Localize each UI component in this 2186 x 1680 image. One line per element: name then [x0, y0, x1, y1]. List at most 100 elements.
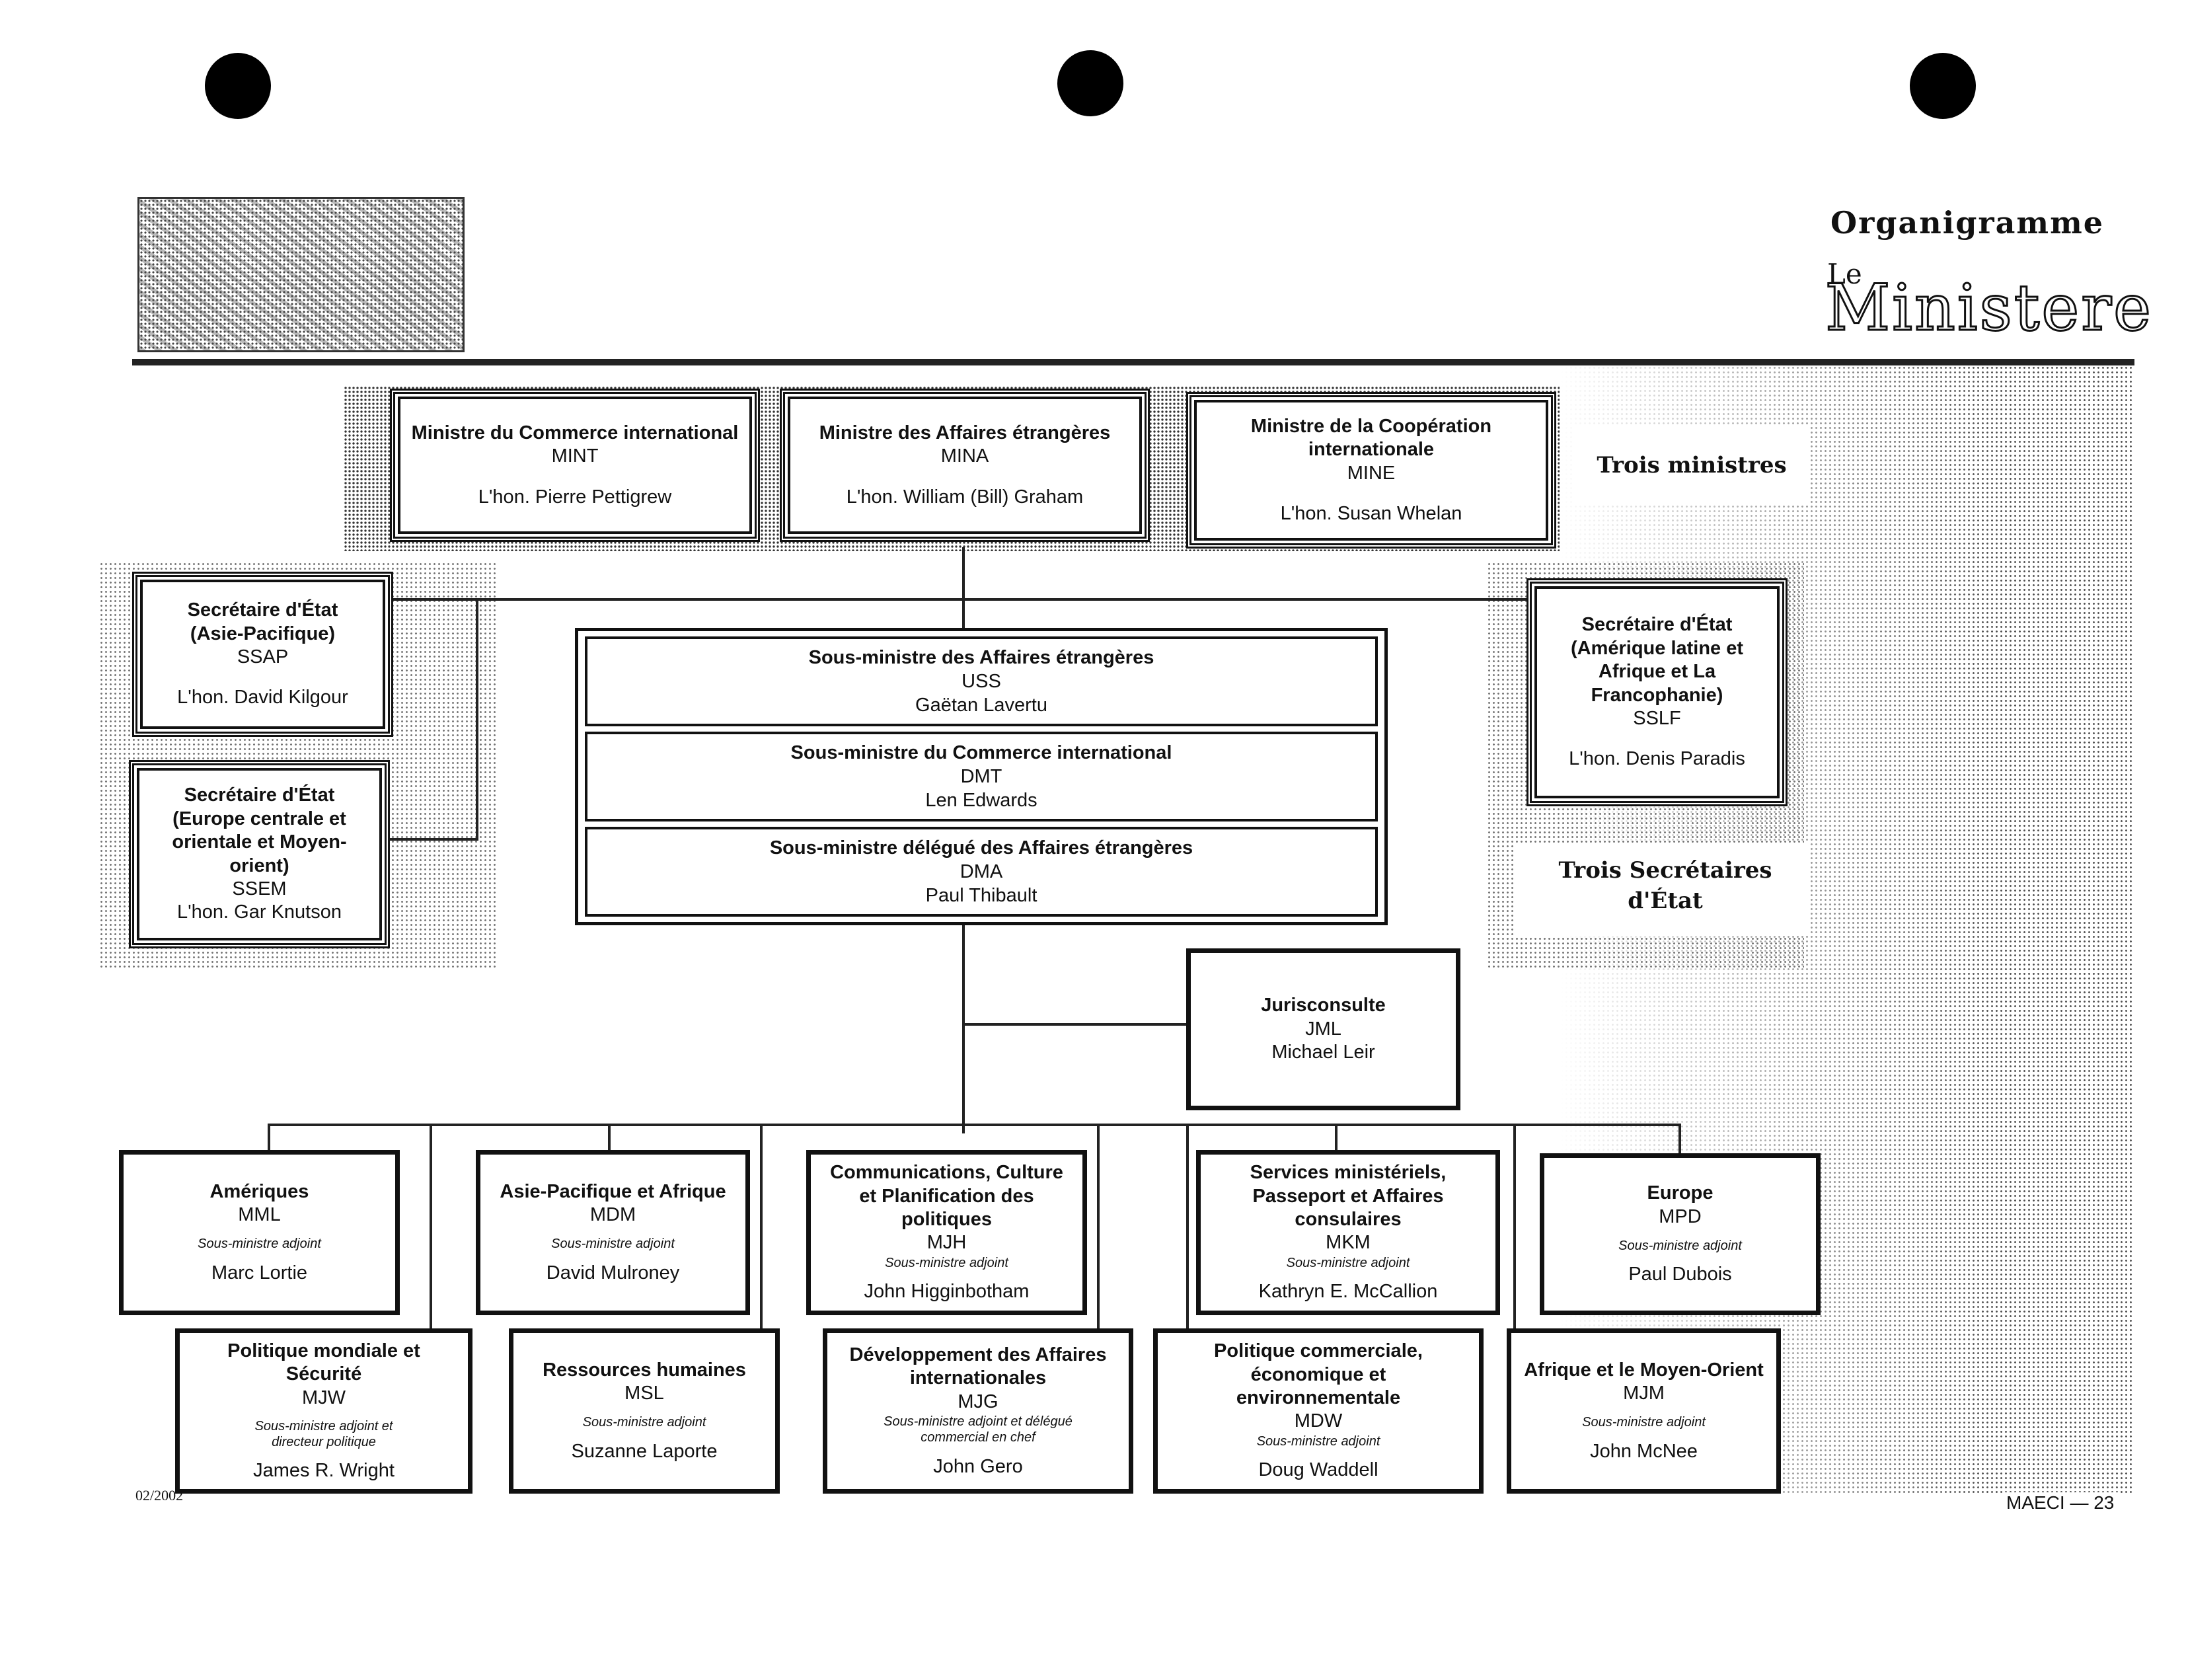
- branch-title: Ressources humaines: [543, 1359, 746, 1381]
- branch-name: Marc Lortie: [211, 1262, 308, 1283]
- branch-role: Sous-ministre adjoint et directeur polit…: [254, 1418, 393, 1450]
- footer-date: 02/2002: [135, 1487, 184, 1504]
- deputy-title: Sous-ministre des Affaires étrangères: [808, 646, 1154, 668]
- branch-name: Doug Waddell: [1258, 1459, 1378, 1481]
- binder-hole-left: [205, 53, 271, 119]
- branch-code: MJW: [301, 1387, 346, 1408]
- connector: [390, 598, 1540, 601]
- minister-title: Ministre du Commerce international: [411, 422, 739, 443]
- deputy-name: Len Edwards: [925, 790, 1037, 812]
- branch-box: Politique mondiale et Sécurité MJW Sous-…: [175, 1328, 472, 1494]
- connector: [268, 1124, 1678, 1126]
- minister-title: Ministre de la Coopération international…: [1250, 415, 1492, 461]
- branch-name: James R. Wright: [253, 1459, 395, 1481]
- legal-code: JML: [1305, 1018, 1341, 1040]
- branch-box: Amériques MML Sous-ministre adjoint Marc…: [119, 1150, 400, 1315]
- connector: [1513, 1124, 1516, 1328]
- branch-box: Politique commerciale, économique et env…: [1153, 1328, 1484, 1494]
- branch-box: Ressources humaines MSL Sous-ministre ad…: [509, 1328, 780, 1494]
- branch-name: Kathryn E. McCallion: [1258, 1281, 1438, 1303]
- connector: [430, 1124, 432, 1328]
- secretary-name: L'hon. David Kilgour: [177, 687, 348, 708]
- secretary-box: Secrétaire d'État (Europe centrale et or…: [129, 760, 390, 948]
- connector: [962, 919, 965, 1133]
- deputy-box: Sous-ministre des Affaires étrangères US…: [585, 636, 1378, 726]
- secretary-name: L'hon. Denis Paradis: [1569, 748, 1745, 770]
- secretary-code: SSEM: [232, 878, 287, 899]
- header-title-le: Le: [1827, 258, 1862, 290]
- deputy-code: DMA: [960, 860, 1003, 882]
- label-secretaries: Trois Secrétaires d'État: [1558, 857, 1772, 914]
- deputies-group: Sous-ministre des Affaires étrangères US…: [575, 628, 1388, 925]
- branch-title: Communications, Culture et Planification…: [830, 1162, 1063, 1231]
- branch-code: MDW: [1294, 1410, 1343, 1432]
- branch-role: Sous-ministre adjoint: [1286, 1255, 1410, 1270]
- branch-title: Asie-Pacifique et Afrique: [500, 1180, 726, 1202]
- header-logo-image: [137, 197, 465, 352]
- branch-box: Communications, Culture et Planification…: [806, 1150, 1087, 1315]
- deputy-box: Sous-ministre du Commerce international …: [585, 732, 1378, 821]
- deputy-code: DMT: [960, 765, 1002, 787]
- connector: [760, 1124, 763, 1328]
- minister-box: Ministre des Affaires étrangères MINA L'…: [780, 389, 1150, 542]
- branch-role: Sous-ministre adjoint: [198, 1237, 321, 1252]
- connector: [1097, 1124, 1100, 1328]
- branch-name: David Mulroney: [546, 1262, 680, 1283]
- secretary-code: SSLF: [1633, 707, 1681, 729]
- branch-role: Sous-ministre adjoint: [1256, 1433, 1380, 1449]
- minister-code: MINT: [551, 445, 599, 467]
- branch-role: Sous-ministre adjoint: [582, 1415, 706, 1430]
- deputy-name: Paul Thibault: [925, 885, 1037, 907]
- branch-role: Sous-ministre adjoint: [551, 1237, 675, 1252]
- branch-name: John Higginbotham: [864, 1281, 1030, 1303]
- deputy-title: Sous-ministre délégué des Affaires étran…: [769, 837, 1193, 859]
- secretary-title: Secrétaire d'État (Amérique latine et Af…: [1570, 614, 1744, 706]
- header-rule: [132, 359, 2134, 365]
- branch-title: Politique commerciale, économique et env…: [1214, 1340, 1423, 1409]
- branch-code: MJG: [958, 1391, 999, 1412]
- branch-title: Amériques: [209, 1180, 309, 1202]
- branch-box: Afrique et le Moyen-Orient MJM Sous-mini…: [1507, 1328, 1781, 1494]
- minister-title: Ministre des Affaires étrangères: [819, 422, 1111, 443]
- deputy-code: USS: [961, 670, 1001, 692]
- secretary-title: Secrétaire d'État (Europe centrale et or…: [172, 784, 347, 876]
- branch-title: Afrique et le Moyen-Orient: [1524, 1359, 1764, 1381]
- branch-name: John McNee: [1590, 1440, 1698, 1462]
- connector: [608, 1124, 611, 1153]
- minister-code: MINA: [940, 445, 989, 467]
- connector: [268, 1124, 270, 1153]
- branch-code: MKM: [1326, 1232, 1371, 1254]
- secretary-name: L'hon. Gar Knutson: [177, 901, 342, 923]
- minister-box: Ministre du Commerce international MINT …: [390, 389, 760, 542]
- legal-name: Michael Leir: [1271, 1042, 1375, 1063]
- connector: [476, 598, 478, 841]
- branch-name: John Gero: [933, 1455, 1023, 1477]
- branch-name: Suzanne Laporte: [571, 1440, 718, 1462]
- deputy-name: Gaëtan Lavertu: [915, 695, 1047, 716]
- minister-name: L'hon. Susan Whelan: [1280, 502, 1462, 524]
- secretary-box: Secrétaire d'État (Asie-Pacifique) SSAP …: [132, 572, 393, 737]
- branch-role: Sous-ministre adjoint: [1618, 1238, 1742, 1253]
- footer-page: MAECI — 23: [2002, 1492, 2119, 1513]
- connector: [1335, 1124, 1338, 1153]
- binder-hole-center: [1057, 50, 1123, 116]
- minister-box: Ministre de la Coopération international…: [1186, 392, 1556, 549]
- branch-box: Développement des Affaires international…: [823, 1328, 1133, 1494]
- branch-code: MSL: [624, 1383, 664, 1404]
- connector: [962, 1023, 1187, 1026]
- label-ministers-box: Trois ministres: [1573, 426, 1811, 506]
- header-title-main: Ministere: [1825, 270, 2153, 346]
- connector: [1186, 1124, 1189, 1328]
- branch-box: Services ministériels, Passeport et Affa…: [1196, 1150, 1500, 1315]
- branch-title: Développement des Affaires international…: [849, 1344, 1107, 1389]
- branch-role: Sous-ministre adjoint: [1582, 1415, 1706, 1430]
- deputy-title: Sous-ministre du Commerce international: [790, 742, 1172, 763]
- minister-name: L'hon. Pierre Pettigrew: [478, 486, 672, 508]
- branch-title: Services ministériels, Passeport et Affa…: [1250, 1162, 1447, 1231]
- branch-name: Paul Dubois: [1628, 1264, 1732, 1285]
- right-secretaries-label-bg: [1513, 843, 1811, 935]
- branch-box: Asie-Pacifique et Afrique MDM Sous-minis…: [476, 1150, 750, 1315]
- minister-code: MINE: [1347, 462, 1396, 484]
- binder-hole-right: [1910, 53, 1976, 119]
- secretary-box: Secrétaire d'État (Amérique latine et Af…: [1526, 578, 1788, 806]
